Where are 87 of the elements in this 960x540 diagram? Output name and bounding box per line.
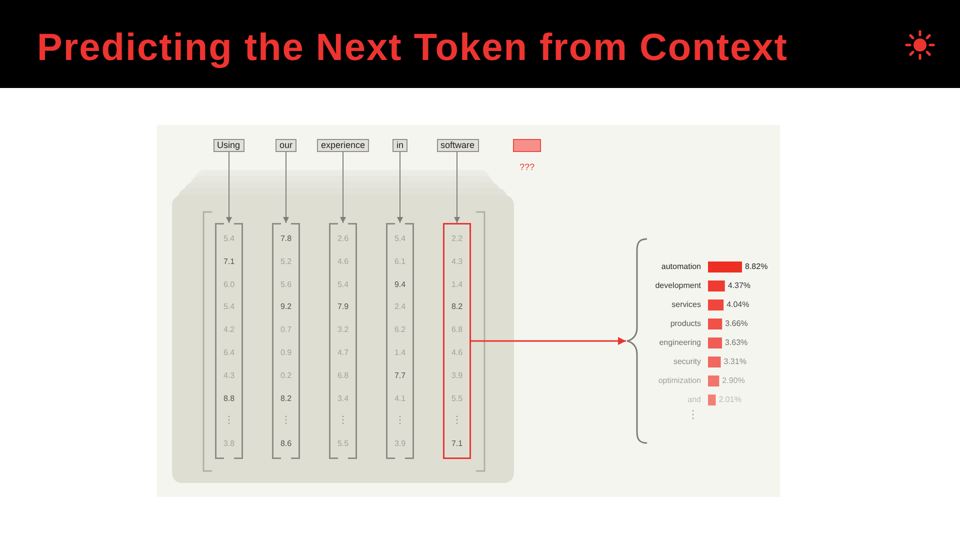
vector-column [329, 223, 357, 459]
vector-value: 2.4 [393, 301, 407, 314]
token-box: our [276, 139, 296, 152]
arrow [454, 152, 460, 224]
vector-value: 6.4 [222, 347, 236, 359]
vector-value: 5.4 [393, 233, 407, 245]
word-label: security [673, 357, 701, 367]
vector-value: 5.2 [279, 256, 293, 268]
vector-value: 3.2 [336, 324, 350, 336]
token-box: Using [213, 139, 244, 152]
vector-value: 2.6 [336, 233, 350, 245]
vertical-ellipsis: ⋮ [223, 415, 235, 428]
vector-value: 4.2 [222, 324, 236, 336]
vector-value: 5.4 [222, 301, 236, 314]
word-label: automation [661, 262, 701, 272]
vector-value: 3.4 [336, 392, 350, 405]
word-label: services [672, 300, 701, 310]
vertical-ellipsis: ⋮ [688, 408, 698, 421]
vector-value: 5.5 [336, 438, 350, 450]
probability-label: 2.01% [718, 395, 742, 405]
word-label: engineering [659, 338, 701, 348]
vector-value: 0.7 [279, 324, 293, 336]
vector-value: 8.2 [450, 301, 464, 314]
vector-value: 5.4 [222, 233, 236, 245]
vector-value: 0.9 [279, 347, 293, 359]
vector-value: 7.1 [222, 256, 236, 268]
vector-value: 7.8 [279, 233, 293, 245]
vector-value: 6.8 [336, 370, 350, 382]
slide-title: Predicting the Next Token from Context [37, 28, 788, 68]
vector-value: 5.4 [336, 278, 350, 291]
vertical-ellipsis: ⋮ [280, 415, 292, 428]
token-box: software [436, 139, 478, 152]
probability-label: 3.66% [724, 319, 748, 329]
vector-value: 8.6 [279, 438, 293, 450]
vertical-ellipsis: ⋮ [337, 415, 349, 428]
probability-label: 8.82% [744, 262, 768, 272]
vector-value: 3.9 [393, 438, 407, 450]
vector-column [443, 223, 471, 459]
vector-value: 4.7 [336, 347, 350, 359]
arrow [340, 152, 346, 224]
vector-value: 2.2 [450, 233, 464, 245]
vector-value: 3.8 [222, 438, 236, 450]
arrow [397, 152, 403, 224]
vector-value: 1.4 [450, 278, 464, 291]
arrow [226, 152, 232, 224]
vector-value: 4.1 [393, 392, 407, 405]
vector-value: 0.2 [279, 370, 293, 382]
word-label: and [688, 395, 701, 405]
probability-label: 2.90% [721, 376, 745, 386]
vector-column [215, 223, 243, 459]
probability-label: 4.37% [726, 281, 751, 291]
vector-value: 6.1 [393, 256, 407, 268]
probability-label: 3.63% [724, 338, 748, 348]
vector-value: 7.7 [393, 370, 407, 382]
vector-value: 5.5 [450, 392, 464, 405]
arrow [471, 337, 626, 345]
vector-value: 3.9 [450, 370, 464, 382]
vector-value: 6.8 [450, 324, 464, 336]
vector-value: 8.2 [279, 392, 293, 405]
vector-value: 4.3 [450, 256, 464, 268]
vector-value: 7.9 [336, 301, 350, 314]
vector-value: 4.6 [336, 256, 350, 268]
masked-token-box [513, 139, 541, 152]
unknown-token-text: ??? [519, 162, 535, 173]
vector-column [272, 223, 300, 459]
probability-label: 4.04% [726, 300, 750, 310]
vector-value: 4.3 [222, 370, 236, 382]
vector-value: 5.6 [279, 278, 293, 291]
curly-brace [626, 238, 648, 444]
vector-value: 1.4 [393, 347, 407, 359]
probability-label: 3.31% [722, 357, 746, 367]
vertical-ellipsis: ⋮ [451, 415, 463, 428]
vector-value: 4.6 [450, 347, 464, 359]
token-box: experience [316, 139, 370, 152]
vector-value: 9.4 [393, 278, 407, 291]
vertical-ellipsis: ⋮ [394, 415, 406, 428]
word-label: development [655, 281, 701, 291]
vector-value: 6.0 [222, 278, 236, 291]
word-label: optimization [658, 376, 701, 386]
arrow [283, 152, 289, 224]
vector-value: 9.2 [279, 301, 293, 314]
token-box: in [392, 139, 408, 152]
vector-value: 7.1 [450, 438, 464, 450]
word-label: products [670, 319, 701, 329]
vector-value: 6.2 [393, 324, 407, 336]
vector-column [386, 223, 414, 459]
vector-value: 8.8 [222, 392, 236, 405]
